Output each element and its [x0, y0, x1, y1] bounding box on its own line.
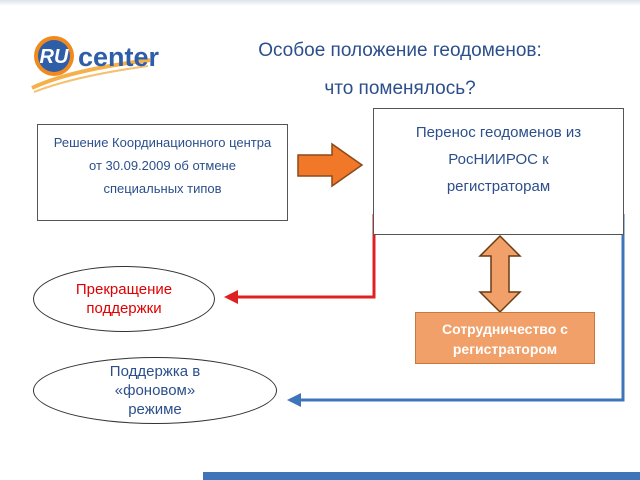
cooperation-line: Сотрудничество с: [442, 321, 568, 337]
double-vertical-arrow-icon: [478, 234, 522, 314]
blue-arrowhead-icon: [287, 393, 301, 407]
background-support-line: Поддержка в: [109, 363, 201, 380]
title-line-1: Особое положение геодоменов:: [258, 40, 542, 61]
background-support-line: «фоновом»: [114, 382, 196, 399]
blue-connector: [299, 214, 625, 402]
transfer-line: РосНИИРОС к: [448, 151, 549, 168]
logo-word: center: [78, 42, 160, 72]
logo-swoosh: [31, 58, 151, 90]
background-support-ellipse: Поддержка в «фоновом» режиме: [33, 357, 277, 424]
stop-support-line: поддержки: [86, 300, 162, 317]
cooperation-line: регистратором: [452, 341, 558, 357]
top-shadow: [0, 0, 640, 6]
decision-line: от 30.09.2009 об отмене: [89, 158, 236, 173]
cooperation-box: Сотрудничество с регистратором: [415, 312, 595, 364]
red-connector: [236, 214, 376, 299]
block-arrow-right-icon: [297, 142, 364, 188]
bottom-bar: [203, 472, 640, 480]
stop-support-line: Прекращение: [75, 281, 173, 298]
decision-line: Решение Координационного центра: [53, 135, 272, 150]
red-arrowhead-icon: [224, 290, 238, 304]
logo-badge-text: RU: [40, 46, 69, 68]
decision-line: специальных типов: [103, 181, 222, 196]
transfer-line: Перенос геодоменов из: [415, 124, 582, 141]
ru-center-logo: RU center: [30, 30, 180, 100]
transfer-line: регистраторам: [446, 178, 551, 195]
transfer-box: Перенос геодоменов из РосНИИРОС к регист…: [373, 108, 624, 235]
stop-support-ellipse: Прекращение поддержки: [33, 266, 215, 332]
title-line-2: что поменялось?: [324, 78, 476, 99]
background-support-line: режиме: [128, 401, 182, 418]
decision-box: Решение Координационного центра от 30.09…: [37, 124, 288, 221]
logo-graphic: RU center: [31, 36, 160, 93]
